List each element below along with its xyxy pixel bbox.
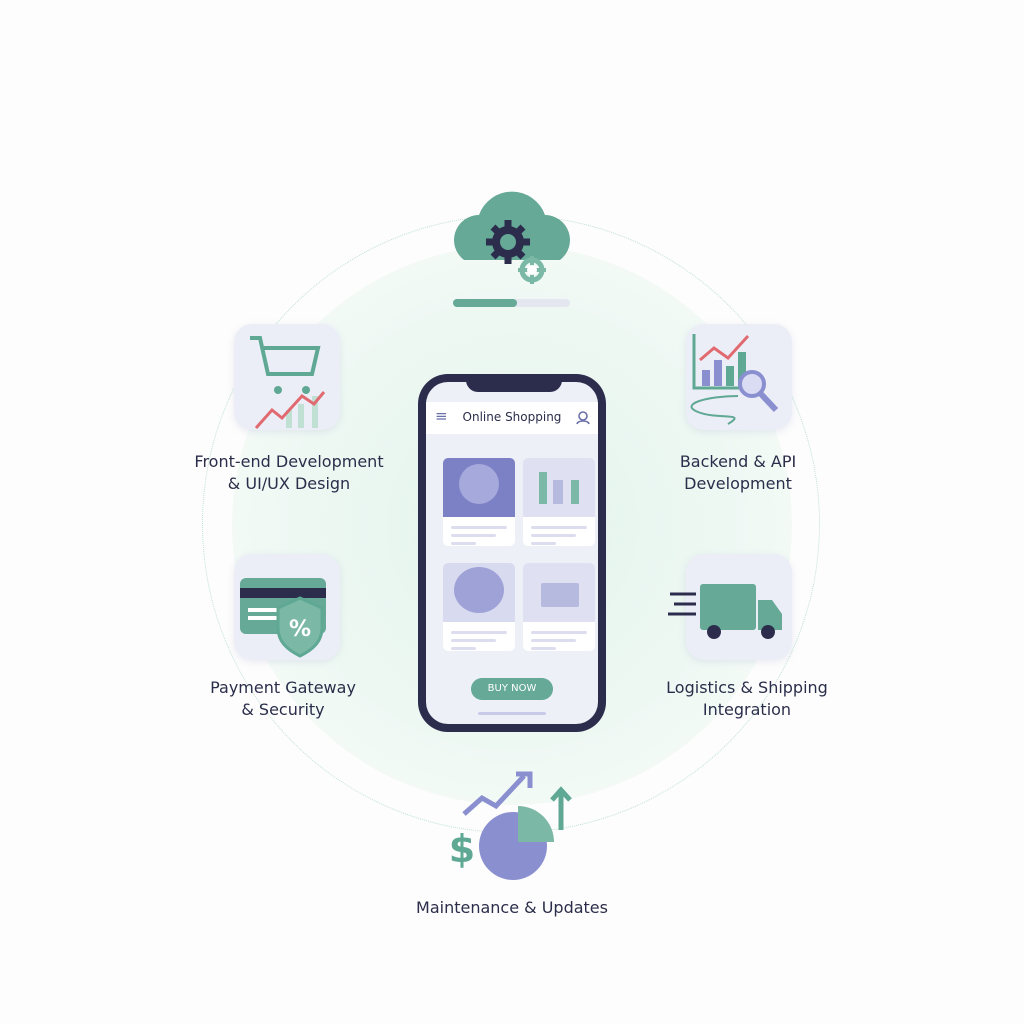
credit-card-shield-icon: % xyxy=(240,578,326,658)
analytics-search-icon xyxy=(690,334,779,425)
user-icon[interactable] xyxy=(576,411,590,425)
label-maintenance: Maintenance & Updates xyxy=(416,898,608,917)
buy-now-button[interactable]: BUY NOW xyxy=(471,678,553,700)
shopping-cart-growth-icon xyxy=(250,336,326,429)
label-payment: Payment Gateway& Security xyxy=(210,678,356,719)
phone-screen: ≡ Online Shopping BUY NOW xyxy=(426,382,598,724)
logistics-tile xyxy=(668,554,792,660)
label-frontend: Front-end Development& UI/UX Design xyxy=(194,452,384,493)
payment-tile: % xyxy=(234,554,340,660)
progress-bar xyxy=(453,299,570,307)
svg-text:$: $ xyxy=(449,827,475,871)
product-card[interactable] xyxy=(523,563,595,651)
svg-text:%: % xyxy=(289,617,311,642)
product-card[interactable] xyxy=(523,458,595,546)
user-avatar-icon xyxy=(459,464,499,504)
cart-tile xyxy=(234,324,340,430)
bar-chart-icon xyxy=(523,458,595,517)
smartphone-mockup: ≡ Online Shopping BUY NOW xyxy=(418,374,606,732)
home-indicator xyxy=(478,712,546,715)
hamburger-icon[interactable]: ≡ xyxy=(435,407,448,425)
product-card[interactable] xyxy=(443,458,515,546)
app-header: ≡ Online Shopping xyxy=(426,402,598,434)
phone-notch xyxy=(466,382,562,392)
app-title: Online Shopping xyxy=(462,410,562,424)
progress-fill xyxy=(453,299,518,307)
growth-pie-chart-icon: $ xyxy=(449,771,572,880)
cloud-gear-icon xyxy=(454,191,570,284)
delivery-truck-icon xyxy=(668,584,782,639)
backend-tile xyxy=(686,324,792,430)
envelope-icon xyxy=(541,583,579,607)
product-card[interactable] xyxy=(443,563,515,651)
user-avatar-icon xyxy=(454,567,504,613)
